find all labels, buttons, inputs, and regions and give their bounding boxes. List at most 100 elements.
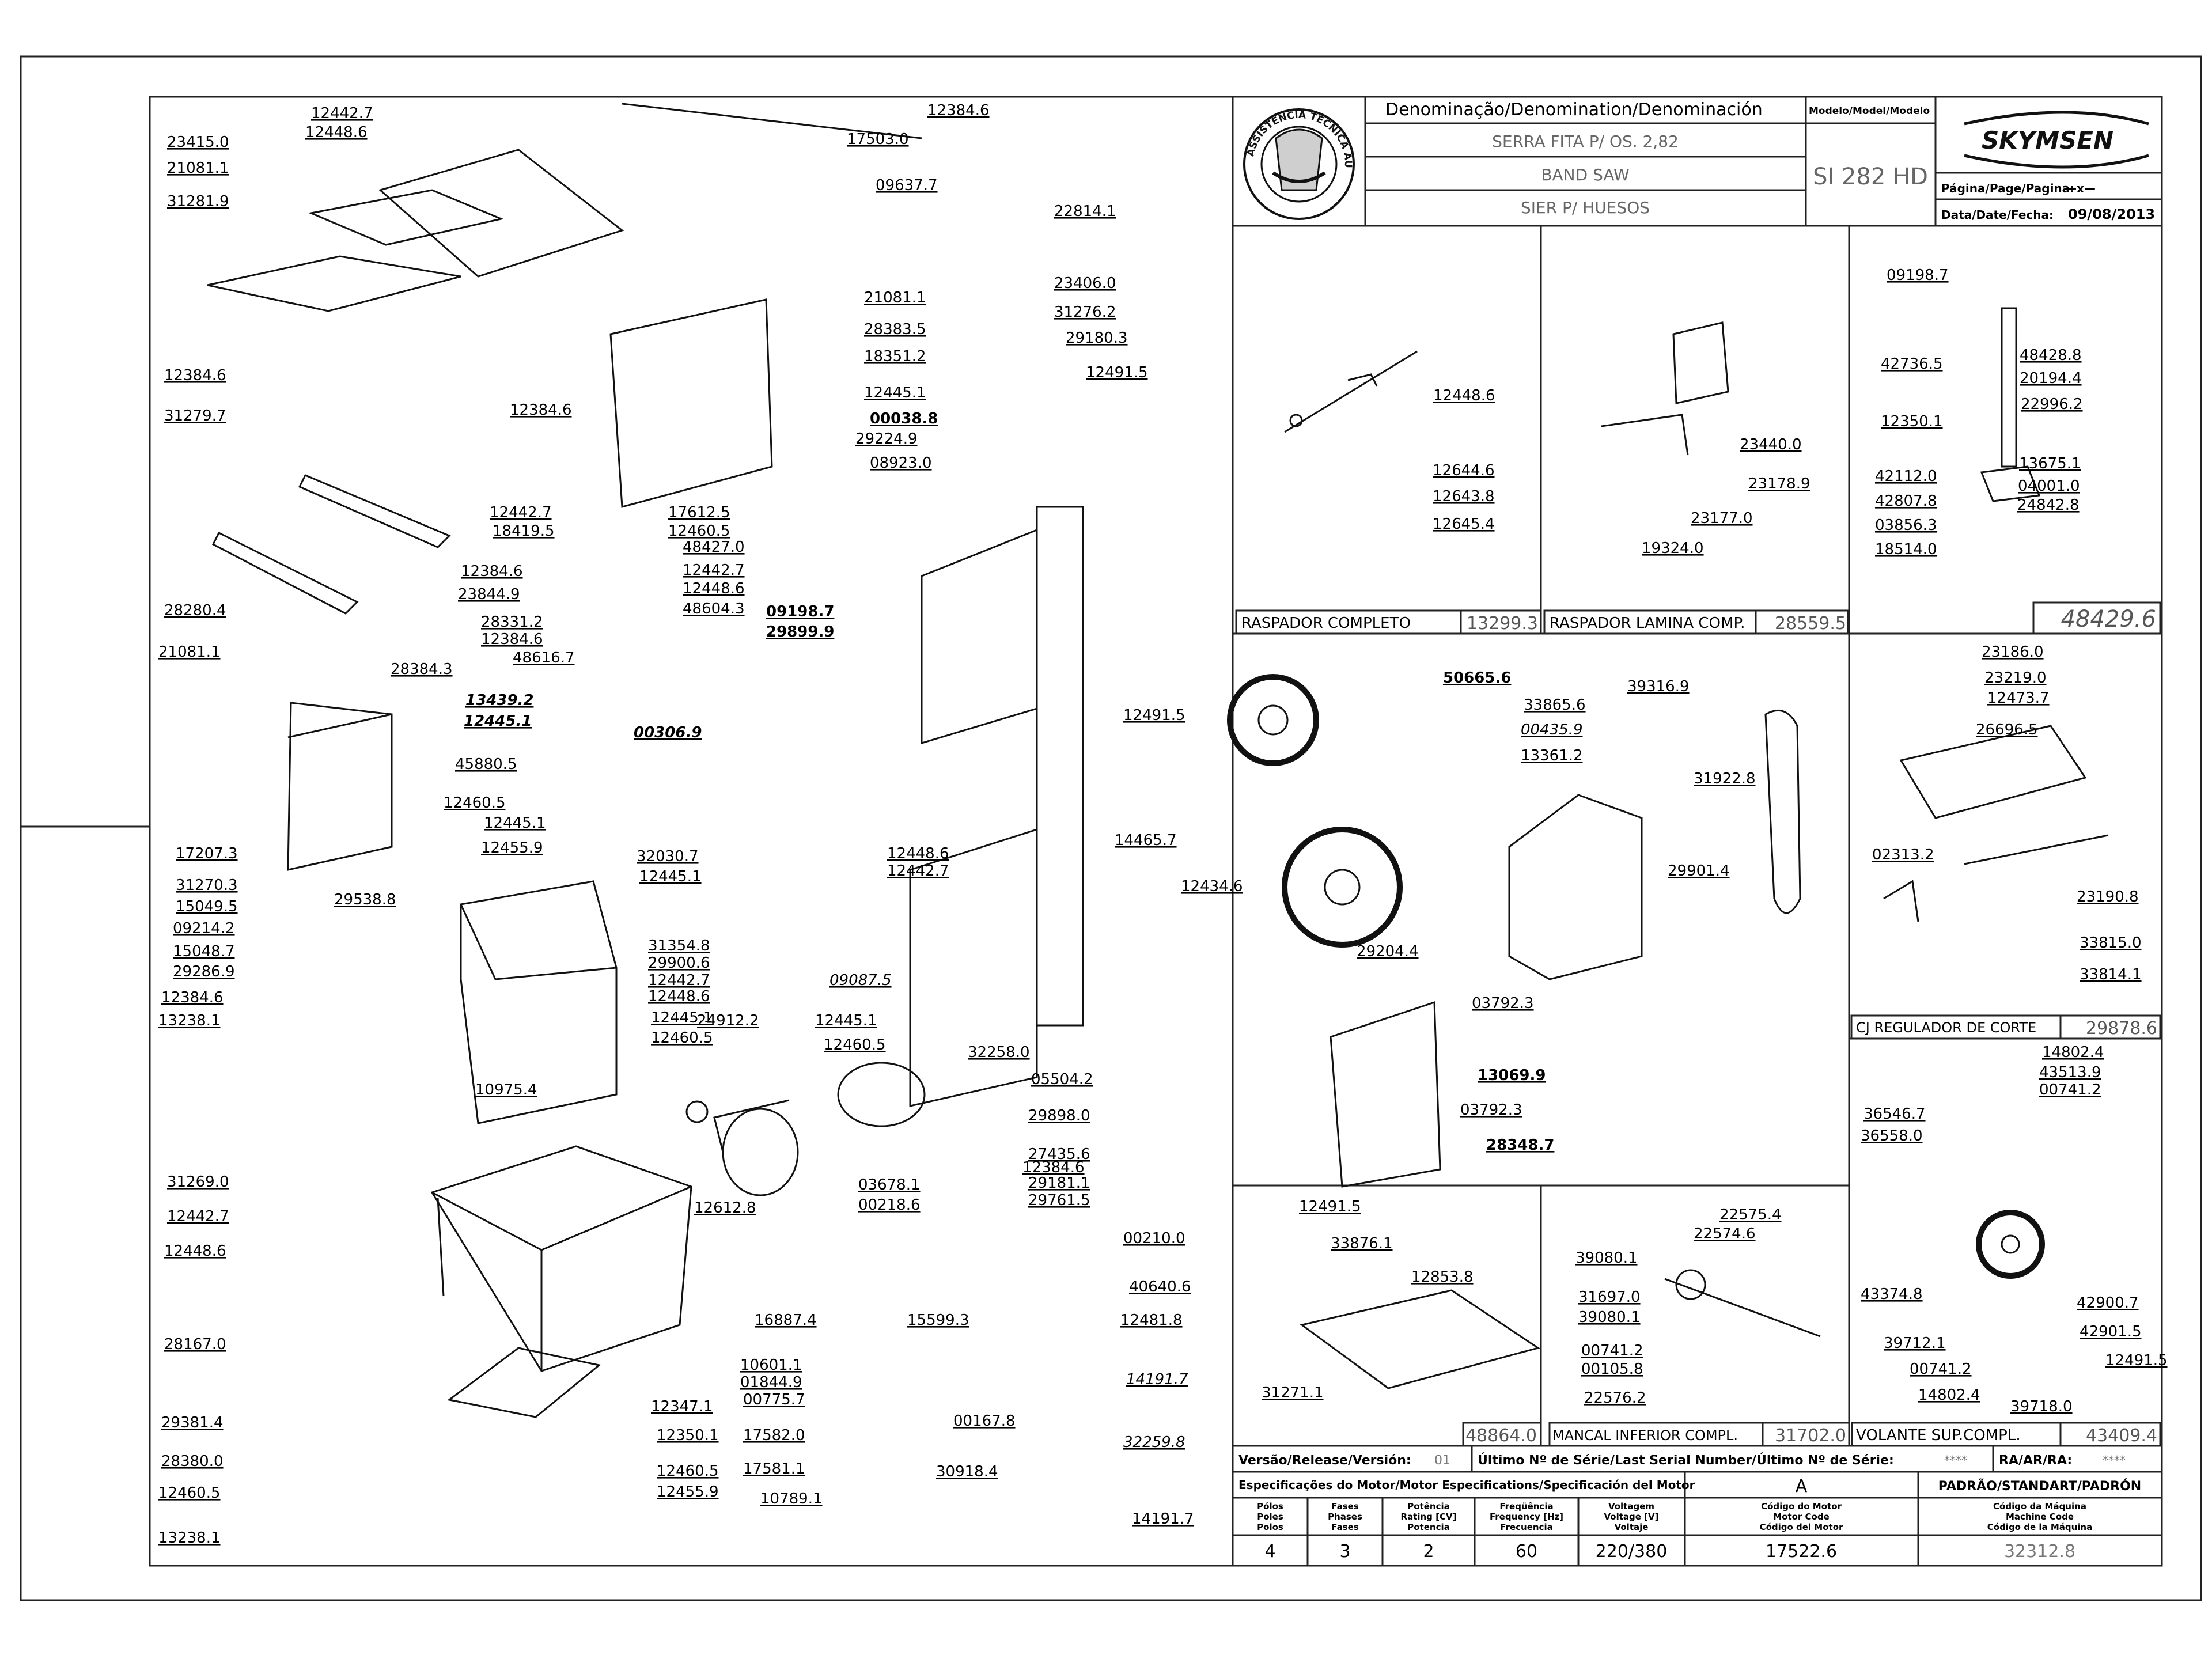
part-number-label: 12442.7 xyxy=(683,562,745,579)
motor-spec-header: Voltage [V] xyxy=(1604,1512,1659,1522)
part-number-label: 21081.1 xyxy=(167,160,229,177)
part-number-label: 16887.4 xyxy=(755,1312,817,1329)
part-number-label: 12473.7 xyxy=(1987,690,2050,707)
motor-spec-header: Rating [CV] xyxy=(1401,1512,1457,1522)
part-number-label: 28331.2 xyxy=(481,613,543,631)
part-number-label: 12643.8 xyxy=(1433,488,1495,505)
part-number-label: 12853.8 xyxy=(1411,1268,1474,1286)
part-number-label: 33865.6 xyxy=(1524,696,1586,714)
part-number-label: 00741.2 xyxy=(2039,1081,2101,1099)
part-number-label: 12445.1 xyxy=(484,815,546,832)
part-number-label: 29204.4 xyxy=(1357,943,1419,960)
motor-spec-header: Polos xyxy=(1257,1522,1283,1532)
part-number-label: 23844.9 xyxy=(458,586,520,603)
part-number-label: 17612.5 xyxy=(668,504,730,521)
part-number-label: 45880.5 xyxy=(455,756,517,773)
part-number-label: 24842.8 xyxy=(2017,497,2080,514)
part-number-label: 12442.7 xyxy=(887,862,949,880)
part-number-label: 00218.6 xyxy=(858,1196,921,1214)
part-number-label: 23190.8 xyxy=(2077,888,2139,906)
part-number-label: 29898.0 xyxy=(1028,1107,1090,1124)
part-number-label: 14465.7 xyxy=(1115,832,1177,849)
part-number-label: 00775.7 xyxy=(743,1391,805,1408)
motor-spec-value: 32312.8 xyxy=(2004,1541,2075,1562)
part-number-label: 12460.5 xyxy=(444,794,506,812)
part-number-label: 00038.8 xyxy=(870,410,938,427)
serial-label: Último Nº de Série/Last Serial Number/Úl… xyxy=(1478,1453,1894,1468)
part-number-label: 12350.1 xyxy=(1881,413,1943,430)
part-number-label: 03678.1 xyxy=(858,1176,921,1194)
denomination-label: Denominação/Denomination/Denominación xyxy=(1385,100,1763,120)
motor-spec-value: 2 xyxy=(1423,1541,1434,1562)
part-number-label: 15049.5 xyxy=(176,898,238,915)
outer-frame xyxy=(20,55,2202,1601)
part-number-label: 00741.2 xyxy=(1910,1361,1972,1378)
part-number-label: 12442.7 xyxy=(167,1208,229,1225)
part-number-label: 22996.2 xyxy=(2021,396,2083,413)
date-value: 09/08/2013 xyxy=(2068,206,2155,222)
part-number-label: 00105.8 xyxy=(1581,1361,1643,1378)
part-number-label: 29901.4 xyxy=(1668,862,1730,880)
part-number-label: 28384.3 xyxy=(391,661,453,678)
lower-wheel xyxy=(1282,827,1403,948)
frame-column xyxy=(1036,506,1084,1027)
part-number-label: 12481.8 xyxy=(1120,1312,1183,1329)
part-number-label: 17503.0 xyxy=(847,131,909,148)
part-number-label: 08923.0 xyxy=(870,454,932,472)
part-number-label: 12445.1 xyxy=(864,384,926,402)
part-number-label: 12448.6 xyxy=(305,124,368,141)
skymsen-logo: SKYMSEN xyxy=(1964,111,2149,169)
inset-code-48429: 48429.6 xyxy=(2061,606,2156,632)
release-label: Versão/Release/Versión: xyxy=(1238,1453,1411,1468)
part-number-label: 42736.5 xyxy=(1881,355,1943,373)
part-number-label: 26696.5 xyxy=(1976,721,2038,738)
part-number-label: 12384.6 xyxy=(481,631,543,648)
part-number-label: 22814.1 xyxy=(1054,203,1116,220)
motor-spec-header: Motor Code xyxy=(1773,1512,1830,1522)
part-number-label: 48428.8 xyxy=(2020,347,2082,364)
part-number-label: 14191.7 xyxy=(1126,1371,1188,1388)
part-number-label: 12384.6 xyxy=(164,367,226,384)
part-number-label: 12384.6 xyxy=(461,563,523,580)
part-number-label: 42900.7 xyxy=(2077,1294,2139,1312)
part-number-label: 12448.6 xyxy=(164,1243,226,1260)
part-number-label: 12612.8 xyxy=(694,1199,756,1217)
part-number-label: 12384.6 xyxy=(510,402,572,419)
motor-spec-header: Phases xyxy=(1328,1512,1362,1522)
part-number-label: 13069.9 xyxy=(1478,1067,1546,1084)
part-number-label: 24912.2 xyxy=(697,1012,759,1029)
motor-spec-value: 4 xyxy=(1264,1541,1275,1562)
part-number-label: 12442.7 xyxy=(648,972,710,989)
upper-guard xyxy=(609,298,773,508)
motor-spec-header: Frequency [Hz] xyxy=(1490,1512,1563,1522)
part-number-label: 30918.4 xyxy=(936,1463,998,1480)
part-number-label: 10789.1 xyxy=(760,1490,823,1508)
name-es: SIER P/ HUESOS xyxy=(1521,198,1650,217)
part-number-label: 13675.1 xyxy=(2019,455,2081,472)
inset-caption-upper-wheel: VOLANTE SUP.COMPL. xyxy=(1856,1427,2021,1444)
part-number-label: 50665.6 xyxy=(1443,669,1511,687)
part-number-label: 48604.3 xyxy=(683,600,745,618)
part-number-label: 22576.2 xyxy=(1584,1389,1646,1407)
part-number-label: 21081.1 xyxy=(158,643,221,661)
part-number-label: 12445.1 xyxy=(815,1012,877,1029)
motor-spec-header: Fases xyxy=(1331,1522,1359,1532)
part-number-label: 12455.9 xyxy=(657,1483,719,1501)
part-number-label: 05504.2 xyxy=(1031,1071,1093,1088)
part-number-label: 03856.3 xyxy=(1875,517,1937,534)
motor-body xyxy=(722,1108,799,1196)
motor-spec-header: Código da Máquina xyxy=(1993,1501,2086,1512)
part-number-label: 12384.6 xyxy=(161,989,224,1006)
motor-spec-header: Machine Code xyxy=(2006,1512,2074,1522)
part-number-label: 39080.1 xyxy=(1578,1309,1641,1326)
part-number-label: 13439.2 xyxy=(465,692,533,709)
motor-spec-header: Código de la Máquina xyxy=(1987,1522,2092,1532)
part-number-label: 27435.6 xyxy=(1028,1146,1090,1163)
part-number-label: 29180.3 xyxy=(1066,329,1128,347)
part-number-label: 12460.5 xyxy=(668,522,730,540)
serial-value: **** xyxy=(1944,1453,1967,1467)
part-number-label: 12491.5 xyxy=(1299,1198,1361,1215)
part-number-label: 31922.8 xyxy=(1694,770,1756,787)
part-number-label: 42807.8 xyxy=(1875,493,1937,510)
